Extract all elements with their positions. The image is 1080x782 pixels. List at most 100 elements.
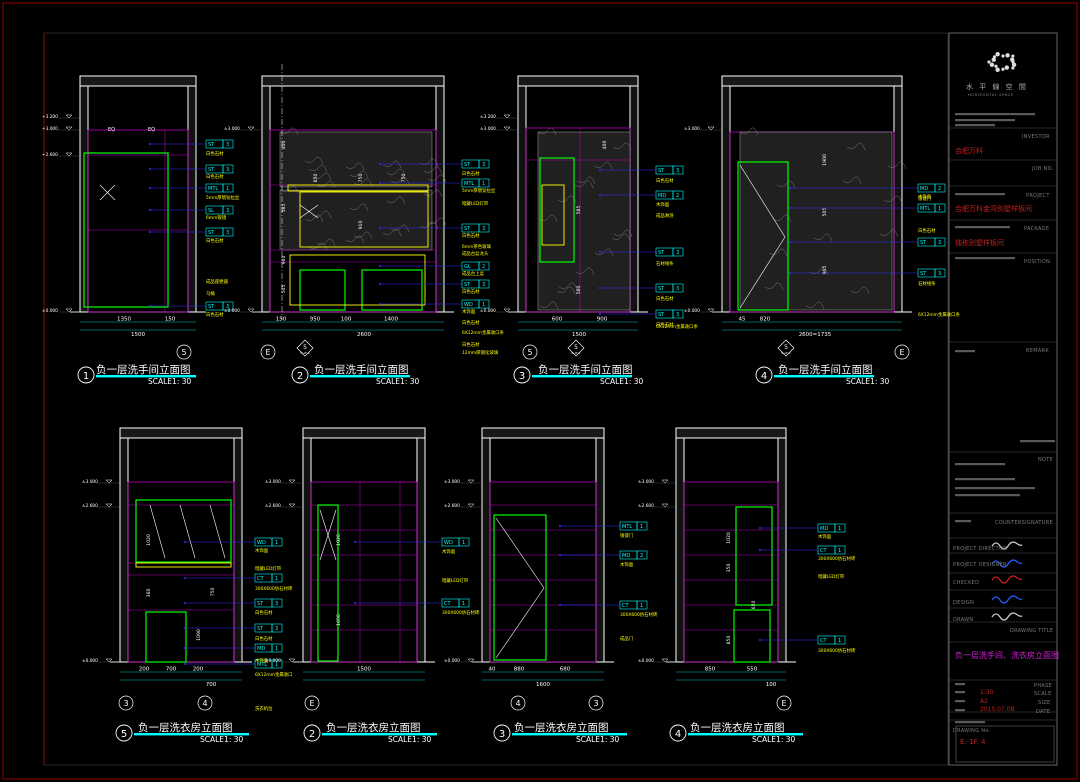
elev-3-tag-code-4: ST <box>658 312 665 318</box>
elev-4-level-0: ±3.000 <box>684 126 700 132</box>
tb-placeholder-bar-0 <box>955 113 1035 116</box>
elev-5-note-4: 白色石材 <box>255 635 273 642</box>
elev-8-level-2: ±0.000 <box>638 658 654 664</box>
elev-3-wall-right <box>629 85 639 313</box>
caption-circle-4 <box>755 366 773 384</box>
elev-1-tag-num-0: 3 <box>226 142 229 148</box>
elev-8-leader-dot-0 <box>759 527 761 529</box>
caption-circle-2 <box>291 366 309 384</box>
elev-4-marble-vein <box>768 248 788 257</box>
elev-5-dim-0: 200 <box>139 667 150 673</box>
elev-8-inner-dim-1: 350 <box>726 564 732 573</box>
elev-3-leader-dot-4 <box>599 313 601 315</box>
elev-8-level-1: ±2.600 <box>638 503 654 509</box>
logo-dot <box>995 52 1000 57</box>
drawing-title-value: 负一层洗手间、洗衣房立面图 <box>955 651 1059 660</box>
elev-4-note-3: 石材线条 <box>918 280 936 287</box>
elev-4-marble-vein <box>850 286 870 295</box>
elev-6-inner-dim-0: 1020 <box>336 534 342 546</box>
elev-1-level-3: ±0.000 <box>42 308 58 314</box>
elev-5-inner-dim-2: 1090 <box>196 629 202 641</box>
logo-dot <box>992 55 997 59</box>
elev-7-dim-2: 680 <box>560 667 571 673</box>
elev-7-diag-0 <box>495 517 545 589</box>
elev-8-dim-2: 100 <box>766 682 777 688</box>
marker-circle-r2-2 <box>304 695 320 711</box>
tb-placeholder-bar-10 <box>955 487 1035 490</box>
elev-2-note-10: 6X12mm金属收口条 <box>462 329 505 336</box>
elev-2-yellow-0 <box>287 184 429 192</box>
caption-scale-5: SCALE1: 30 <box>200 735 244 744</box>
elev-1-tag-code-5: ST <box>208 304 215 310</box>
caption-title-7: 负一层洗衣房立面图 <box>514 722 609 734</box>
tb-placeholder-bar-12 <box>955 520 971 523</box>
caption-underline-3 <box>532 375 632 378</box>
elev-2-note-9: 白色石材 <box>462 319 480 326</box>
logo-dot <box>1010 57 1015 62</box>
role-design: DESIGN <box>953 600 975 606</box>
elev-5-ceiling <box>119 427 243 439</box>
elev-5-level-2: ±0.000 <box>82 658 98 664</box>
elev-1-wall-right <box>187 85 197 313</box>
elev-5-inner-dim-1: 360 <box>146 589 152 598</box>
elev-1-tag-num-4: 3 <box>226 230 229 236</box>
elev-2-marble-vein <box>304 156 324 165</box>
elev-3-marble-vein <box>558 282 578 291</box>
elev-1-leader-dot-5 <box>149 305 151 307</box>
elev-2-inner-dim-6: 910 <box>358 221 364 230</box>
elev-7-tile-area <box>489 481 597 663</box>
elev-3-tag-num-4: 3 <box>676 312 679 318</box>
tb-placeholder-bar-5 <box>955 257 1015 260</box>
elev-8-tag-num-box-1 <box>834 545 846 555</box>
caption-title-1: 负一层洗手间立面图 <box>96 364 191 376</box>
caption-underline-6 <box>322 733 437 736</box>
elev-5-level-0: ±3.000 <box>82 479 98 485</box>
caption-circle-5 <box>115 724 133 742</box>
elev-1-leader-dot-3 <box>149 209 151 211</box>
elev-4-level-mark-1 <box>707 308 715 313</box>
drawing-no-value: E.-1F. 4 <box>960 738 986 746</box>
elev-5-dim-1: 700 <box>166 667 177 673</box>
package-value: 独栋别墅样板间 <box>955 239 1004 247</box>
caption-number-7: 3 <box>499 729 505 740</box>
elev-2-note-5: 成品台盆龙头 <box>462 250 489 257</box>
elev-1-leader-dot-1 <box>149 168 151 170</box>
elev-2-marble-vein <box>427 217 447 226</box>
elev-2-marble-1 <box>279 189 433 251</box>
tb-placeholder-bar-14 <box>955 691 965 694</box>
elev-4-leader-dot-2 <box>789 241 791 243</box>
elev-2-inner-dim-3: 400 <box>281 141 287 150</box>
elev-2-note-11: 白色石材 <box>462 341 480 348</box>
elev-1-eq-0: EQ <box>108 127 115 133</box>
elev-2-marble-vein <box>390 176 410 185</box>
elev-2-marble-vein <box>419 158 439 167</box>
elev-2-note-3: 白色石材 <box>462 232 480 239</box>
elev-1-tag-num-1: 3 <box>226 167 229 173</box>
elev-6-tag-num-box-1 <box>458 598 470 608</box>
elev-7-note-2: 300X600仿石材砖 <box>620 611 658 618</box>
elev-3-yellow-0 <box>541 184 565 246</box>
elev-3-tag-num-box-0 <box>672 165 684 175</box>
elev-6-level-1: ±2.600 <box>265 503 281 509</box>
elev-4-tag-num-box-3 <box>934 268 946 278</box>
marker-circle-r2-1 <box>197 695 213 711</box>
elev-2-leader-dot-5 <box>379 303 381 305</box>
tb-placeholder-bar-1 <box>955 119 1015 122</box>
caption-underline-2 <box>310 375 410 378</box>
role-designer: PROJECT DESIGNER <box>953 562 1007 568</box>
elev-3-note-6: 6X12mm金属收口条 <box>656 323 699 330</box>
logo-dot <box>1001 67 1005 71</box>
elev-5-tag-num-0: 1 <box>275 540 278 546</box>
elev-2-level-1: ±0.000 <box>224 308 240 314</box>
logo-en: HORIZONTAL SPACE <box>968 93 1014 97</box>
elev-5-diag-1 <box>179 504 196 559</box>
elev-8-inner-dim-0: 1020 <box>726 532 732 544</box>
job-label: JOB NO. <box>1032 166 1054 172</box>
elev-7-level-mark-2 <box>467 658 475 663</box>
marker-circle-r1-1 <box>260 344 276 360</box>
elev-1-tag-num-box-3 <box>222 205 234 215</box>
elev-5-tag-code-0: WD <box>257 540 266 546</box>
elev-5-note-6: 6X12mm金属收口 <box>255 671 293 678</box>
elev-1-tag-code-3: SL <box>208 208 214 214</box>
